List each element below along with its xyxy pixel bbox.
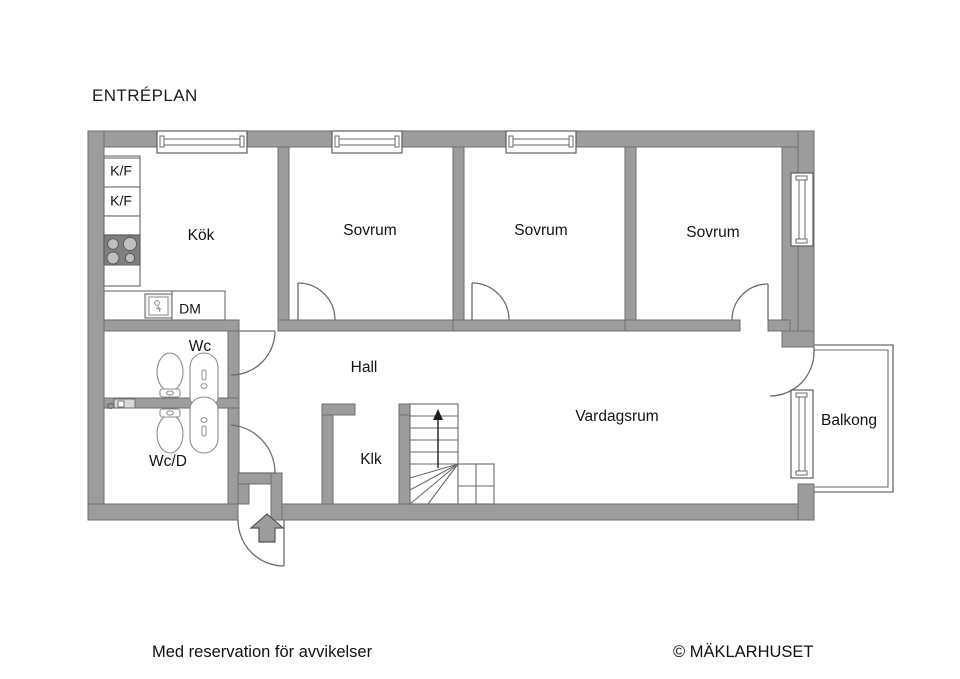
wall-closet-top <box>321 403 356 416</box>
door-balcony <box>769 347 815 397</box>
dishwasher-icon <box>144 293 173 319</box>
toilet-wc <box>156 352 184 398</box>
wall-bedroom1-bottom <box>277 319 464 332</box>
room-label-hall: Hall <box>351 359 378 376</box>
stove-icon <box>103 234 141 266</box>
wall-closet-right <box>398 403 411 505</box>
room-label-bedroom-2: Sovrum <box>514 222 567 239</box>
room-label-balcony: Balkong <box>821 412 877 429</box>
room-label-kitchen: Kök <box>188 227 215 244</box>
bathroom-fixtures <box>107 352 219 454</box>
door-bedroom-3 <box>731 283 769 321</box>
toilet-wcd <box>156 408 184 454</box>
wall-bedroom3-bottom <box>624 319 741 332</box>
room-label-wc-shower: Wc/D <box>149 453 187 470</box>
wall-bedroom2-bottom <box>452 319 638 332</box>
fixture-labels: K/F K/F DM <box>110 163 201 317</box>
cabinet-fridge-upper <box>103 157 141 188</box>
wall-partition-kitchen-bedroom1 <box>277 146 290 324</box>
wall-closet-left <box>321 403 334 505</box>
stair-up-arrow <box>433 409 443 468</box>
wall-exterior-right-lower <box>797 483 815 521</box>
door-wc <box>230 330 276 376</box>
wall-exterior-bottom-right <box>281 503 799 521</box>
wall-wc-divider <box>103 397 240 409</box>
wall-exterior-left <box>87 130 105 521</box>
window-kitchen <box>156 130 248 154</box>
room-label-bedroom-1: Sovrum <box>343 222 396 239</box>
wall-exterior-bottom-left <box>87 503 239 521</box>
wall-partition-bedroom1-bedroom2 <box>452 146 465 324</box>
wall-living-right <box>781 330 815 348</box>
wall-entry-niche-right <box>270 472 283 521</box>
window-living-room <box>790 389 814 479</box>
window-bedroom-3 <box>790 172 814 247</box>
wall-wc-right <box>227 330 240 404</box>
staircase <box>409 403 495 505</box>
room-labels: Kök Sovrum Sovrum Sovrum Hall Vardagsrum… <box>149 222 877 470</box>
door-bedroom-1 <box>297 282 336 321</box>
footer-copyright: © MÄKLARHUSET <box>673 643 814 661</box>
entrance-arrow <box>249 513 285 543</box>
balcony-outline <box>814 344 894 493</box>
windows <box>156 130 814 479</box>
window-bedroom-1 <box>331 130 403 154</box>
window-bedroom-2 <box>505 130 577 154</box>
room-label-closet: Klk <box>360 451 382 468</box>
fixture-label-dishwasher: DM <box>179 301 201 317</box>
footer-disclaimer: Med reservation för avvikelser <box>152 643 373 661</box>
door-wc-shower <box>230 424 276 474</box>
fixture-label-fridge-lower: K/F <box>110 193 132 209</box>
sink-wcd <box>189 396 219 454</box>
wall-wcd-right <box>227 407 240 505</box>
page-title: ENTRÉPLAN <box>92 86 198 105</box>
room-label-living-room: Vardagsrum <box>575 408 658 425</box>
room-label-wc: Wc <box>189 338 212 355</box>
wall-partition-bedroom2-bedroom3 <box>624 146 637 324</box>
kitchen-fixtures <box>103 155 226 321</box>
fixture-label-fridge-upper: K/F <box>110 163 132 179</box>
washing-machine-icon <box>107 398 136 410</box>
wall-kitchen-bottom <box>103 319 240 332</box>
door-entrance <box>237 519 285 567</box>
room-label-bedroom-3: Sovrum <box>686 224 739 241</box>
wall-bedroom3-bottom-right <box>767 319 791 332</box>
doors <box>230 282 815 567</box>
door-bedroom-2 <box>471 282 510 321</box>
